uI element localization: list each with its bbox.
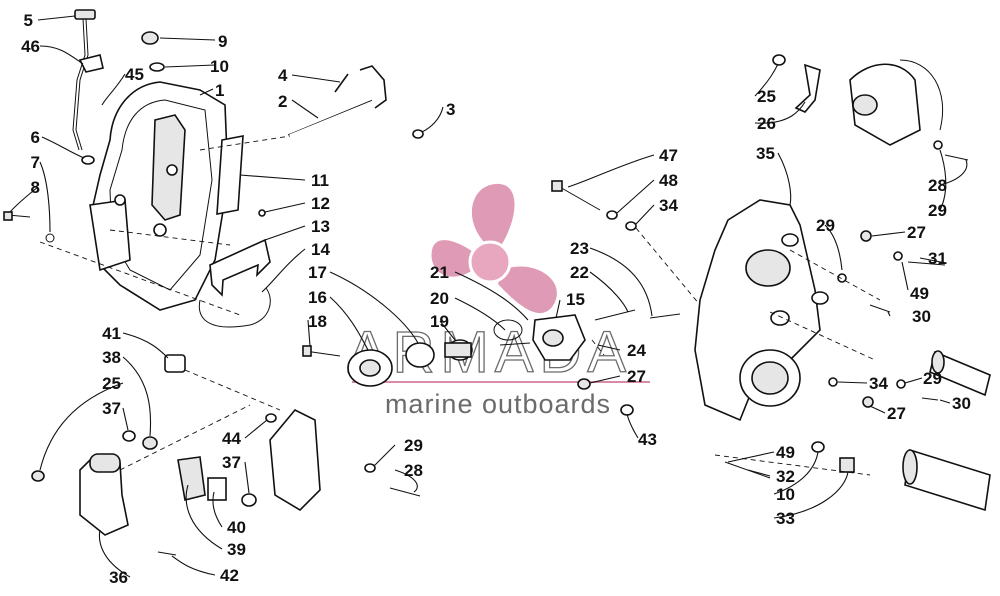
callout-42: 42 xyxy=(220,566,239,585)
callout-44: 44 xyxy=(222,429,241,448)
callout-40: 40 xyxy=(227,518,246,537)
callout-45: 45 xyxy=(125,65,144,84)
callout-49-top: 49 xyxy=(910,284,929,303)
callout-18: 18 xyxy=(308,312,327,331)
callout-14: 14 xyxy=(311,240,330,259)
callout-10-low: 10 xyxy=(776,485,795,504)
propeller-logo-icon xyxy=(431,183,557,314)
gearcase-drawing xyxy=(551,54,991,512)
callout-29-mid: 29 xyxy=(816,216,835,235)
chaincase-cover-drawing xyxy=(3,9,424,328)
callout-30-low: 30 xyxy=(952,394,971,413)
callout-21: 21 xyxy=(430,263,449,282)
callout-7: 7 xyxy=(31,153,40,172)
callout-37-right: 37 xyxy=(222,453,241,472)
callout-25-low: 25 xyxy=(102,374,121,393)
callout-16: 16 xyxy=(308,288,327,307)
callout-17: 17 xyxy=(308,263,327,282)
callout-28-top: 28 xyxy=(928,176,947,195)
callout-35: 35 xyxy=(756,144,775,163)
linkage-assembly-drawing xyxy=(31,354,421,556)
callout-19: 19 xyxy=(430,312,449,331)
callout-48: 48 xyxy=(659,171,678,190)
callout-49-low: 49 xyxy=(776,443,795,462)
callout-37-left: 37 xyxy=(102,399,121,418)
callout-29-top: 29 xyxy=(928,201,947,220)
callout-5: 5 xyxy=(24,11,33,30)
callout-13: 13 xyxy=(311,217,330,236)
callout-31: 31 xyxy=(928,249,947,268)
callout-43: 43 xyxy=(638,430,657,449)
callout-46: 46 xyxy=(21,37,40,56)
callout-39: 39 xyxy=(227,540,246,559)
callout-36: 36 xyxy=(109,568,128,587)
callout-41: 41 xyxy=(102,324,121,343)
callout-28-bottom: 28 xyxy=(404,461,423,480)
callout-6: 6 xyxy=(31,128,40,147)
callout-20: 20 xyxy=(430,289,449,308)
callout-24: 24 xyxy=(627,341,646,360)
callout-11: 11 xyxy=(311,171,329,190)
callout-26: 26 xyxy=(757,114,776,133)
callout-27-low: 27 xyxy=(887,404,906,423)
callout-15: 15 xyxy=(566,290,585,309)
callout-4: 4 xyxy=(278,66,288,85)
callout-30-top: 30 xyxy=(912,307,931,326)
callout-32: 32 xyxy=(776,467,795,486)
callout-33: 33 xyxy=(776,509,795,528)
callout-2: 2 xyxy=(278,92,287,111)
callout-27-center: 27 xyxy=(627,367,646,386)
callout-34-top: 34 xyxy=(659,196,678,215)
callout-12: 12 xyxy=(311,194,330,213)
callout-1: 1 xyxy=(215,81,224,100)
callout-22: 22 xyxy=(570,263,589,282)
pump-assembly-drawing xyxy=(302,309,681,416)
callout-47: 47 xyxy=(659,146,678,165)
watermark-logo: ARMADA marine outboards xyxy=(347,183,650,419)
callout-27-right: 27 xyxy=(907,223,926,242)
callout-10-top: 10 xyxy=(210,57,229,76)
callout-9: 9 xyxy=(218,32,227,51)
leader-lines xyxy=(9,15,968,578)
callout-23: 23 xyxy=(570,239,589,258)
callout-labels: 5 46 9 10 45 1 4 2 3 6 7 8 11 12 13 14 1… xyxy=(21,11,971,587)
callout-38: 38 xyxy=(102,348,121,367)
callout-34-low: 34 xyxy=(869,374,888,393)
callout-8: 8 xyxy=(31,178,40,197)
callout-29-bottom: 29 xyxy=(404,436,423,455)
callout-25-top: 25 xyxy=(757,87,776,106)
callout-3: 3 xyxy=(446,100,455,119)
watermark-tagline: marine outboards xyxy=(385,389,611,419)
callout-29-low: 29 xyxy=(923,369,942,388)
